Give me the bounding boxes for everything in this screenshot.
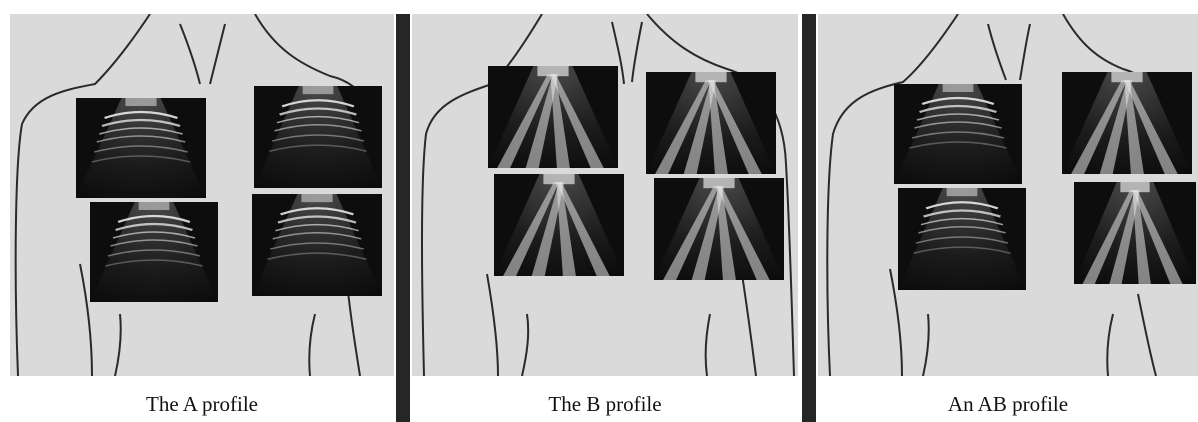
- ultrasound-image: [898, 188, 1026, 290]
- ultrasound-image: [252, 194, 382, 296]
- panel-caption: The A profile: [10, 392, 394, 417]
- ultrasound-image: [254, 86, 382, 188]
- ultrasound-image: [894, 84, 1022, 184]
- panel-caption: An AB profile: [818, 392, 1198, 417]
- ultrasound-image: [494, 174, 624, 276]
- ultrasound-image: [90, 202, 218, 302]
- ultrasound-image: [1074, 182, 1196, 284]
- panel-divider: [802, 14, 816, 422]
- panel-b-profile: The B profile: [412, 14, 798, 422]
- panel-caption: The B profile: [412, 392, 798, 417]
- ultrasound-image: [654, 178, 784, 280]
- ultrasound-image: [488, 66, 618, 168]
- ultrasound-image: [646, 72, 776, 174]
- panel-a-profile: The A profile: [10, 14, 394, 422]
- ultrasound-image: [76, 98, 206, 198]
- ultrasound-image: [1062, 72, 1192, 174]
- panel-ab-profile: An AB profile: [818, 14, 1198, 422]
- panel-divider: [396, 14, 410, 422]
